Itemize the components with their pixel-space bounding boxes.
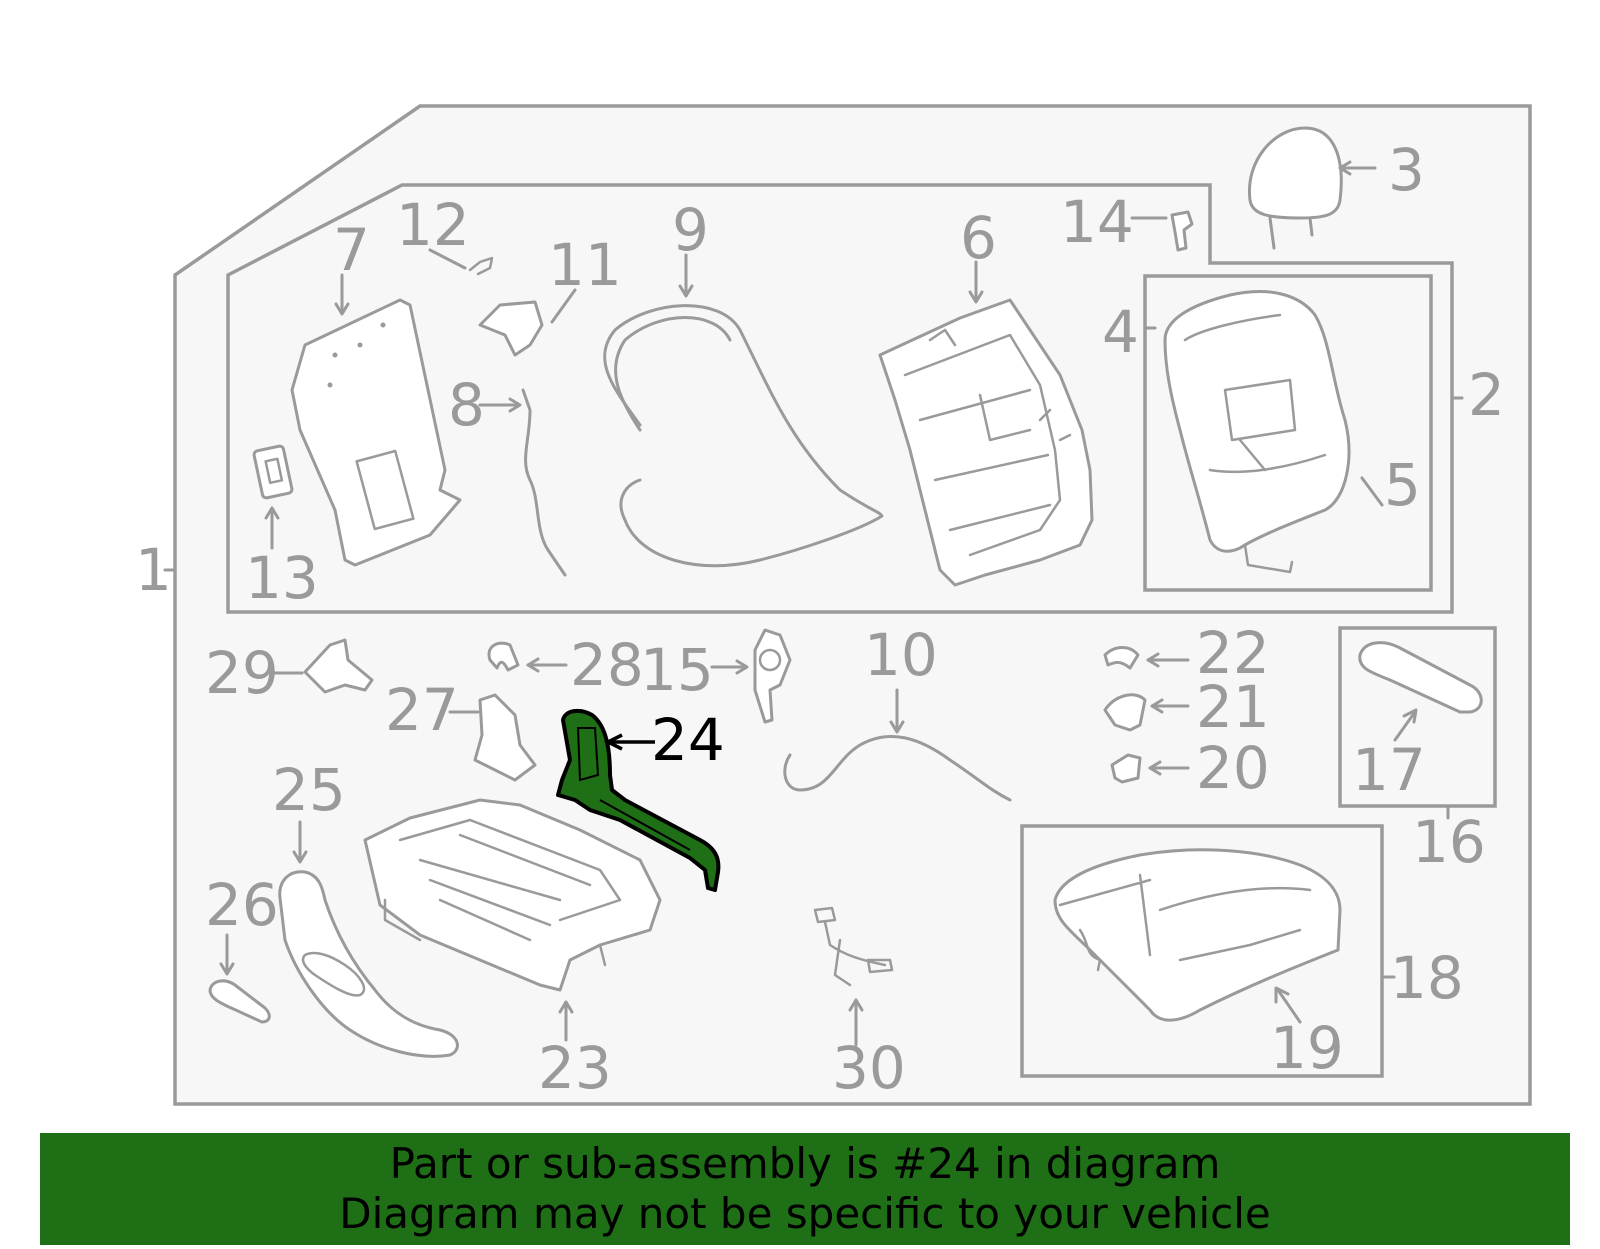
part-13-switch <box>252 444 294 550</box>
label-15: 15 <box>640 636 714 704</box>
label-11: 11 <box>548 231 622 299</box>
label-10: 10 <box>864 621 938 689</box>
part-20-clip <box>1110 753 1190 784</box>
part-11-cover <box>478 288 577 357</box>
label-24: 24 <box>651 706 725 774</box>
part-26-handle <box>208 933 271 1024</box>
label-17: 17 <box>1352 736 1426 804</box>
part-6-seatback-frame <box>878 260 1094 587</box>
label-1: 1 <box>135 536 172 604</box>
label-6: 6 <box>960 204 997 272</box>
label-3: 3 <box>1388 136 1425 204</box>
part-24-highlighted <box>556 708 721 892</box>
label-5: 5 <box>1384 451 1421 519</box>
part-21-clip <box>1103 693 1190 732</box>
cushion-box <box>1020 824 1384 1078</box>
label-23: 23 <box>538 1034 612 1102</box>
label-19: 19 <box>1270 1014 1344 1082</box>
part-5-seatback-cover <box>1143 290 1464 574</box>
part-8-cable <box>478 388 567 577</box>
label-14: 14 <box>1060 188 1134 256</box>
label-4: 4 <box>1102 298 1139 366</box>
part-3-headrest <box>1247 126 1377 250</box>
part-19-cushion <box>1053 848 1396 1024</box>
label-12: 12 <box>396 191 470 259</box>
part-22-clip <box>1103 646 1190 670</box>
part-10-cable <box>783 688 1012 802</box>
part-25-side-cover <box>278 820 459 1058</box>
part-12-pin <box>428 248 494 276</box>
callout-labels: 1 2 3 4 5 6 7 8 9 10 11 12 13 14 15 16 1… <box>135 136 1505 1102</box>
label-20: 20 <box>1196 734 1270 802</box>
part-14-clip <box>1130 210 1194 252</box>
part-9-wire <box>603 253 884 568</box>
label-7: 7 <box>333 216 370 284</box>
label-22: 22 <box>1196 619 1270 687</box>
label-9: 9 <box>672 196 709 264</box>
armrest-box <box>1338 626 1497 808</box>
part-29-bracket <box>268 638 374 694</box>
part-17-armrest <box>1358 641 1483 820</box>
caption-line-2: Diagram may not be specific to your vehi… <box>339 1189 1271 1238</box>
label-13: 13 <box>245 544 319 612</box>
label-27: 27 <box>385 676 459 744</box>
seatback-cover-box <box>1143 274 1433 592</box>
part-27-bracket <box>448 693 537 782</box>
caption-banner: Part or sub-assembly is #24 in diagram D… <box>40 1133 1570 1245</box>
label-25: 25 <box>272 756 346 824</box>
caption-line-1: Part or sub-assembly is #24 in diagram <box>389 1139 1221 1188</box>
part-7-back-board <box>290 273 462 567</box>
label-30: 30 <box>832 1034 906 1102</box>
label-8: 8 <box>448 371 485 439</box>
label-28: 28 <box>570 631 644 699</box>
label-18: 18 <box>1390 944 1464 1012</box>
label-21: 21 <box>1196 673 1270 741</box>
label-2: 2 <box>1468 361 1505 429</box>
label-29: 29 <box>205 639 279 707</box>
part-30-harness <box>813 906 894 1047</box>
part-23-seat-frame <box>363 798 662 1042</box>
label-26: 26 <box>205 871 279 939</box>
part-28-clip <box>487 641 568 673</box>
label-16: 16 <box>1412 808 1486 876</box>
part-15-mechanism <box>710 628 792 724</box>
